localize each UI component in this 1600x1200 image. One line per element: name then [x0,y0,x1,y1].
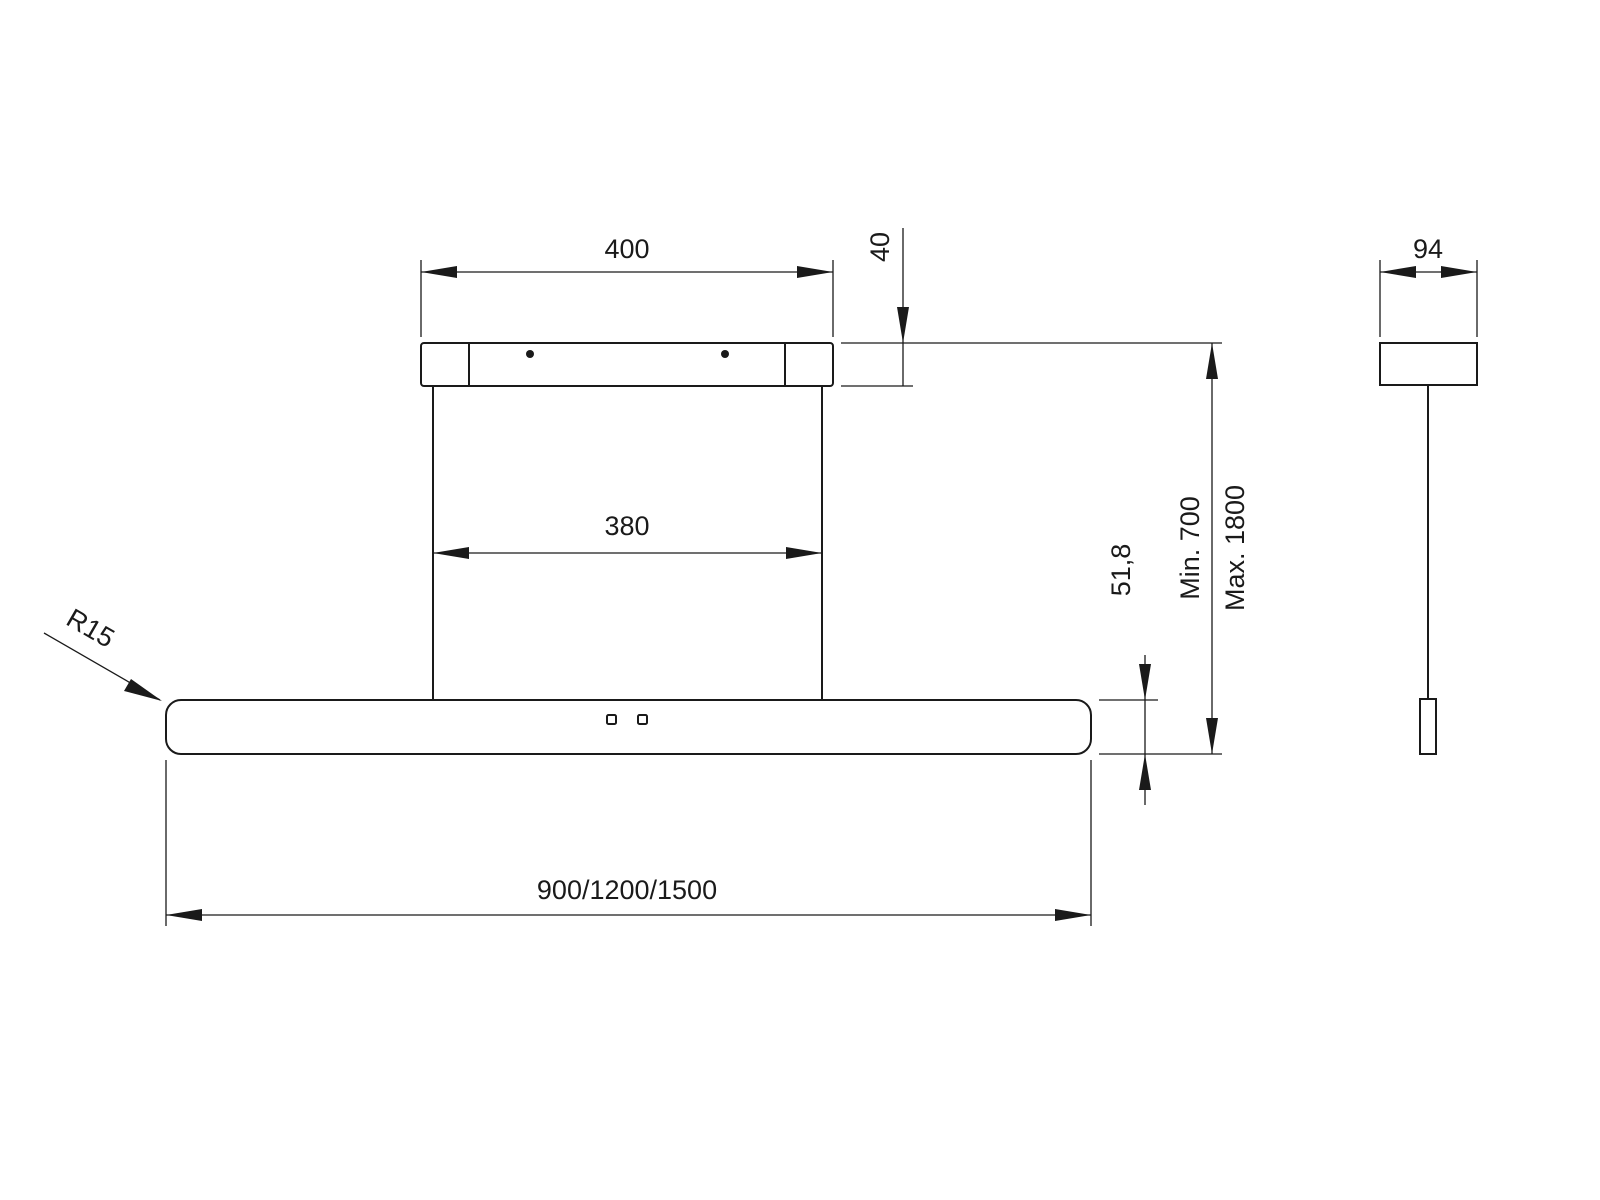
suspension-cables [432,386,823,700]
body-height-label: 51,8 [1106,544,1136,597]
dimension-canopy-height: 40 [841,228,913,387]
dimension-body-height: 51,8 [1099,544,1158,805]
max-height-label: Max. 1800 [1220,485,1250,611]
canopy-depth-label: 94 [1413,234,1443,264]
canopy-screw-right [721,350,729,358]
side-body [1419,698,1437,755]
luminaire-body [165,699,1092,755]
side-view [1379,342,1478,755]
min-height-label: Min. 700 [1175,496,1205,600]
sensor-button-left [606,714,617,725]
dimension-corner-radius: R15 [43,603,162,701]
corner-radius-label: R15 [62,603,120,654]
dimension-body-length: 900/1200/1500 [165,760,1092,926]
dimension-cable-spacing: 380 [433,511,822,559]
dimension-canopy-width: 400 [420,234,834,337]
canopy-width-label: 400 [604,234,649,264]
body-length-label: 900/1200/1500 [537,875,717,905]
dimension-suspension-height: Min. 700 Max. 1800 [913,342,1250,755]
side-canopy [1379,342,1478,386]
sensor-button-right [637,714,648,725]
cable-spacing-label: 380 [604,511,649,541]
dimension-canopy-depth: 94 [1379,234,1478,337]
ceiling-canopy [420,342,834,387]
canopy-screw-left [526,350,534,358]
canopy-height-label: 40 [865,232,895,262]
